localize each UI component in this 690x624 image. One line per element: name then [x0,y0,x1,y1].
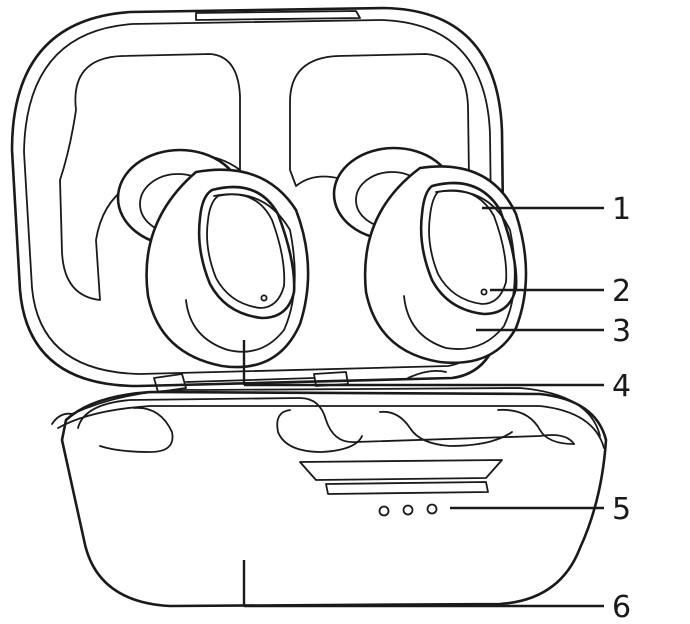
callout-3: 3 [612,314,631,349]
callout-4: 4 [612,369,631,404]
callout-6: 6 [612,590,631,624]
callout-1: 1 [612,192,631,227]
leader-lines [242,206,604,608]
case-base [51,387,608,608]
callout-2: 2 [612,274,631,309]
left-earbud [145,168,310,369]
callout-5: 5 [612,492,631,527]
callout-labels: 1 2 3 4 5 6 [612,192,631,624]
right-earbud [363,165,528,365]
